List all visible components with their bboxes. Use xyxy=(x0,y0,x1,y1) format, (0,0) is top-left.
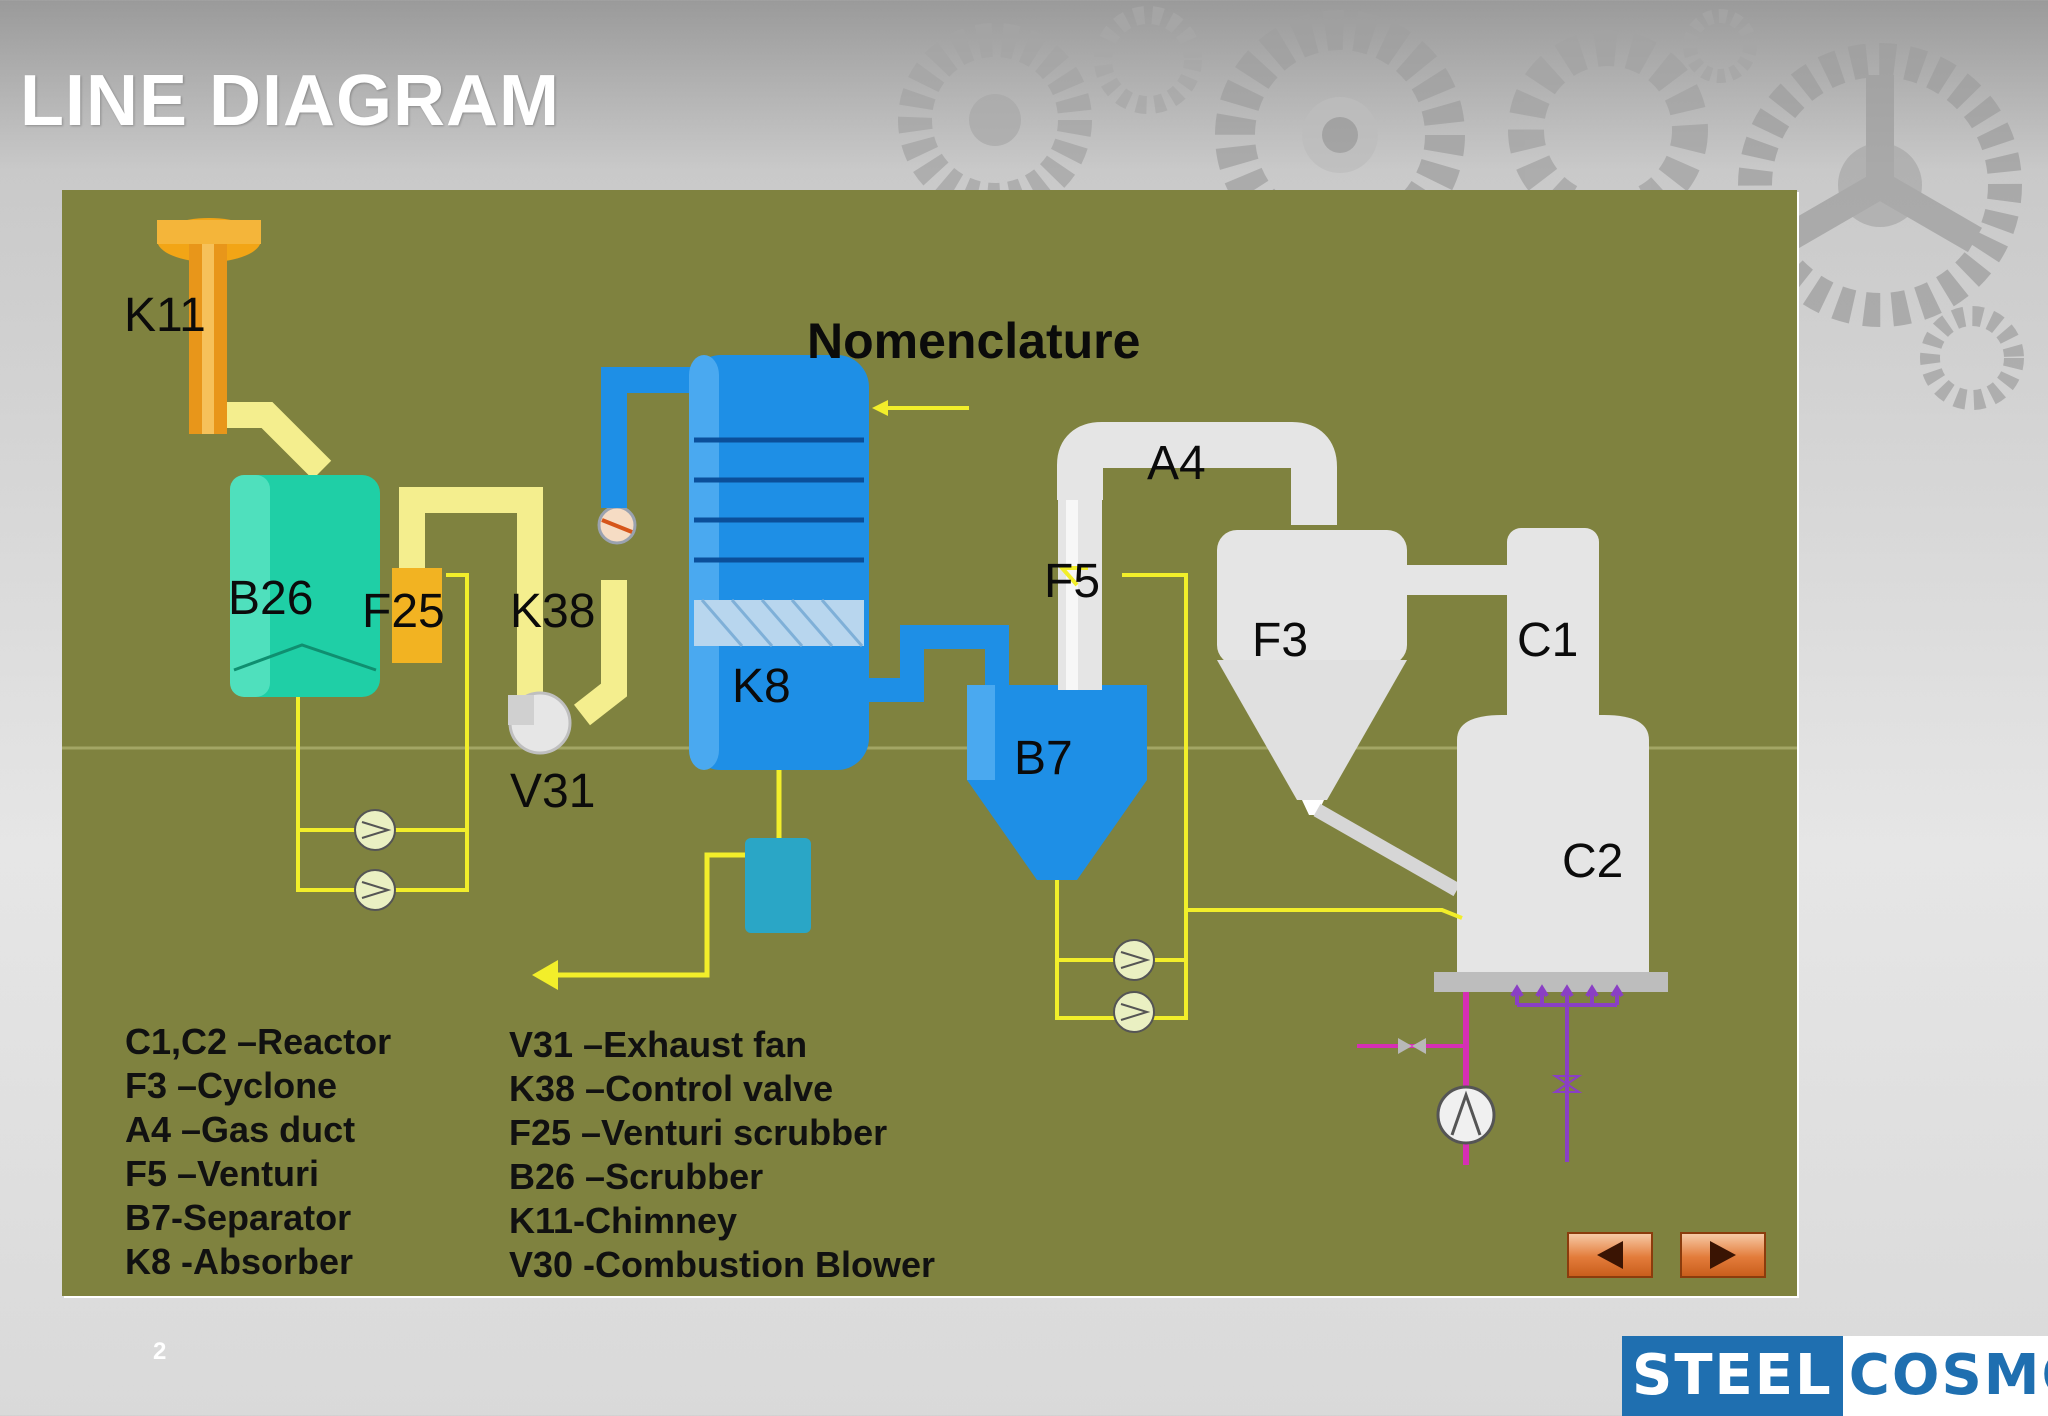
process-line-diagram xyxy=(62,218,1797,1165)
duct-k11-b26 xyxy=(227,402,332,480)
legend-right: V31 –Exhaust fan K38 –Control valve F25 … xyxy=(509,1023,935,1287)
pump-icon xyxy=(1113,939,1155,981)
cyclone-f3 xyxy=(1217,530,1461,897)
gas-duct-a4 xyxy=(1057,422,1337,525)
gear-icon xyxy=(1738,43,2022,327)
left-arrow-icon xyxy=(1597,1241,1623,1269)
gear-icon xyxy=(1683,9,1757,83)
drain-tank xyxy=(745,838,811,933)
duct-k38-k8 xyxy=(601,367,702,508)
legend-item: V30 -Combustion Blower xyxy=(509,1244,936,1285)
legend-item: K11-Chimney xyxy=(509,1200,738,1241)
label-k8: K8 xyxy=(732,660,791,713)
gears-background xyxy=(898,6,2024,410)
scrubber-b26 xyxy=(230,475,380,697)
pump-icon xyxy=(354,809,396,851)
slide-number: 2 xyxy=(153,1338,167,1365)
control-valve-k38 xyxy=(597,505,637,545)
reactor-c1 xyxy=(1507,528,1599,768)
separator-b7 xyxy=(967,685,1147,880)
label-b7: B7 xyxy=(1014,732,1073,785)
legend-item: K8 -Absorber xyxy=(125,1241,354,1282)
previous-slide-button[interactable] xyxy=(1567,1232,1653,1278)
legend-item: F25 –Venturi scrubber xyxy=(509,1112,888,1153)
label-f25: F25 xyxy=(362,585,445,638)
gear-icon xyxy=(1094,6,1202,114)
nomenclature-heading: Nomenclature xyxy=(807,312,1141,369)
legend-item: V31 –Exhaust fan xyxy=(509,1024,808,1065)
label-k11: K11 xyxy=(124,289,206,342)
outlet-arrow xyxy=(532,960,558,990)
logo-cosmos-text: COSMOS xyxy=(1842,1336,2048,1416)
next-slide-button[interactable] xyxy=(1680,1232,1766,1278)
venturi-f5 xyxy=(1058,490,1102,690)
combustion-blower-line xyxy=(1357,992,1496,1165)
air-feed-lines xyxy=(1510,984,1624,1162)
legend-item: B7-Separator xyxy=(125,1197,352,1238)
steelcosmos-logo: STEEL COSMOS xyxy=(1622,1336,2048,1416)
chimney-k11 xyxy=(157,218,261,434)
label-k38: K38 xyxy=(510,585,596,638)
valve-icon xyxy=(1551,1075,1583,1093)
duct-v31-k38 xyxy=(573,580,627,726)
right-arrow-icon xyxy=(1710,1241,1736,1269)
legend-left: C1,C2 –Reactor F3 –Cyclone A4 –Gas duct … xyxy=(125,1020,391,1284)
legend-item: B26 –Scrubber xyxy=(509,1156,764,1197)
blower-icon xyxy=(1436,1085,1496,1145)
duct-k8-b7 xyxy=(869,625,1009,710)
exhaust-fan-v31 xyxy=(508,691,572,755)
label-a4: A4 xyxy=(1147,437,1206,490)
label-c2: C2 xyxy=(1562,835,1624,888)
label-c1: C1 xyxy=(1517,614,1579,667)
gear-icon xyxy=(1508,30,1708,230)
pump-icon xyxy=(354,869,396,911)
label-v31: V31 xyxy=(510,765,596,818)
venturi-scrubber-f25 xyxy=(392,568,442,663)
duct-f3-c1 xyxy=(1407,565,1515,595)
reactor-c2 xyxy=(1434,715,1668,992)
gear-icon xyxy=(1920,306,2024,410)
legend-item: A4 –Gas duct xyxy=(125,1109,356,1150)
label-f3: F3 xyxy=(1252,614,1309,667)
gear-icon xyxy=(898,23,1092,217)
label-f5: F5 xyxy=(1044,555,1101,608)
valve-icon xyxy=(1398,1038,1412,1054)
diagram-panel: Nomenclature K11 B26 F25 K38 V31 K8 A4 F… xyxy=(62,190,1797,1296)
slide-title: LINE DIAGRAM xyxy=(20,61,560,141)
legend-item: F5 –Venturi xyxy=(125,1153,320,1194)
legend-item: K38 –Control valve xyxy=(509,1068,834,1109)
absorber-k8 xyxy=(689,355,869,770)
label-b26: B26 xyxy=(228,572,314,625)
pump-icon xyxy=(1113,991,1155,1033)
duct-f25-v31 xyxy=(399,487,543,720)
legend-item: F3 –Cyclone xyxy=(125,1065,338,1106)
outlet-line xyxy=(552,852,745,978)
logo-steel-text: STEEL xyxy=(1622,1336,1843,1416)
legend-item: C1,C2 –Reactor xyxy=(125,1021,392,1062)
inlet-arrow xyxy=(872,400,969,416)
